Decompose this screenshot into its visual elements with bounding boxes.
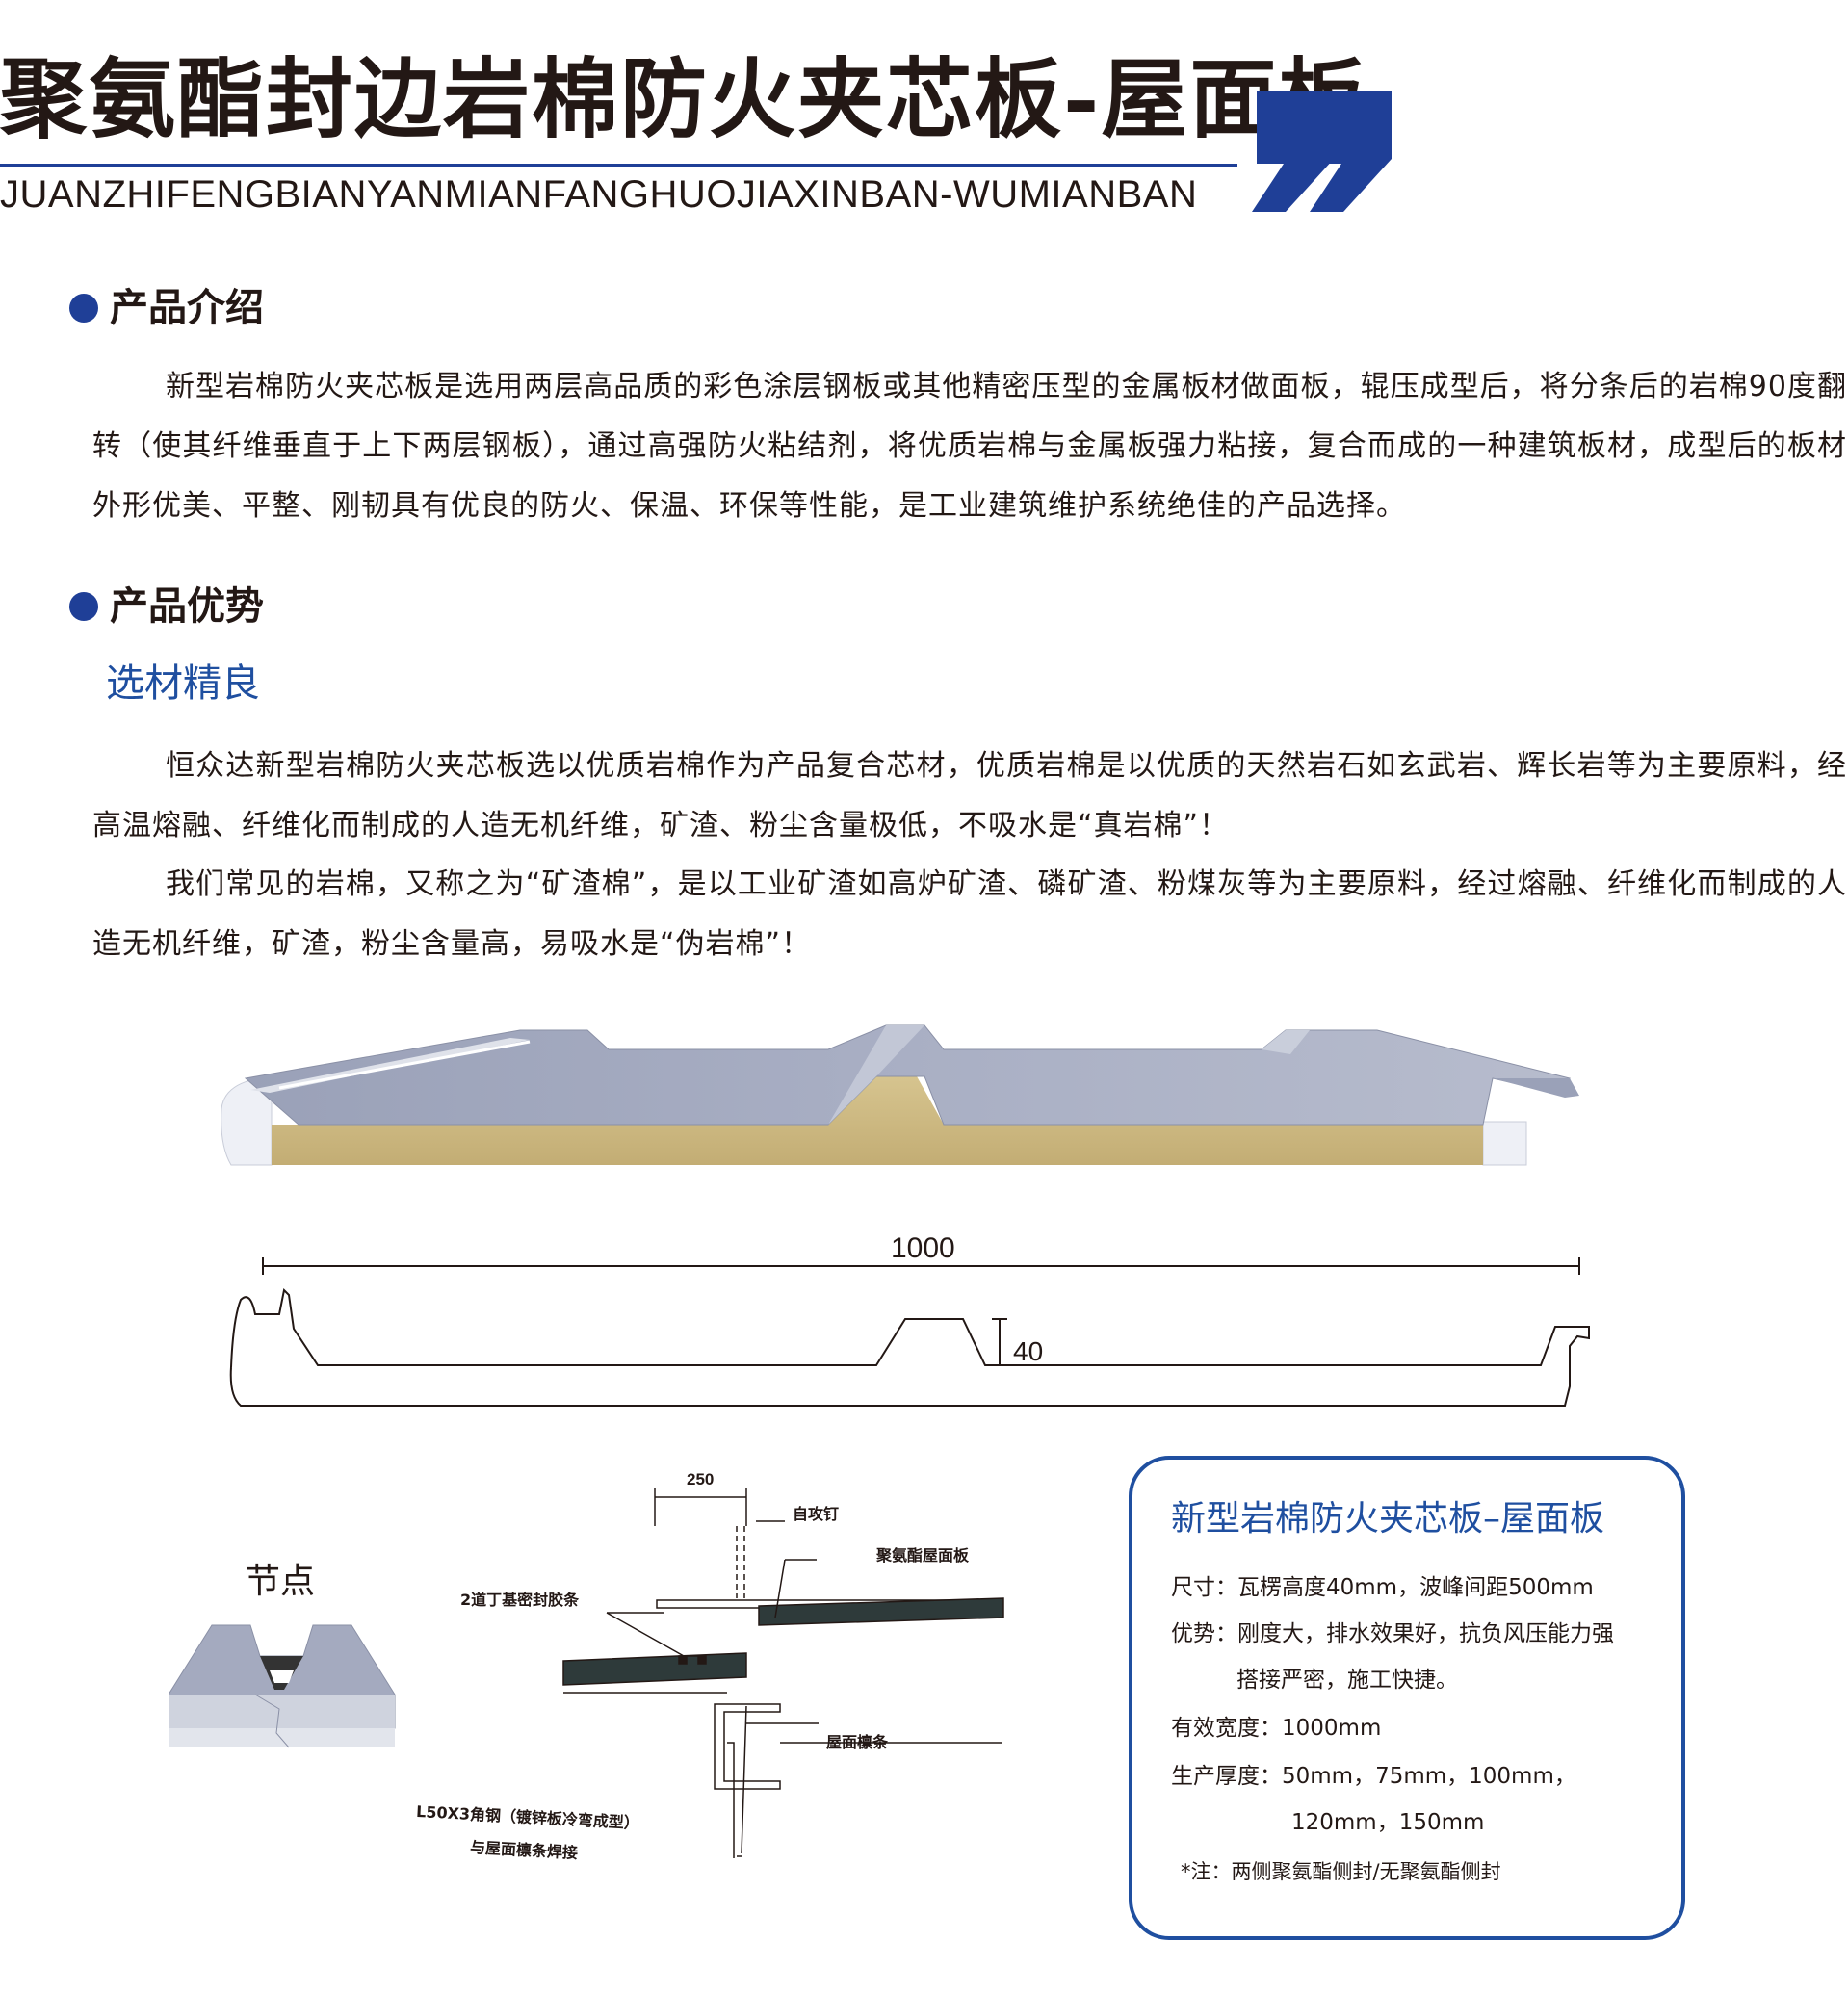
spec-size: 尺寸：瓦楞高度40mm，波峰间距500mm [1171, 1575, 1594, 1600]
node-label: 节点 [246, 1562, 316, 1601]
installation-detail-drawing: 250 [562, 1470, 1004, 1858]
spec-note: *注：两侧聚氨酯侧封/无聚氨酯侧封 [1181, 1860, 1501, 1883]
quote-mark-icon [1310, 91, 1392, 212]
profile-width-label: 1000 [891, 1232, 955, 1264]
profile-rib-label: 40 [1013, 1336, 1043, 1366]
node-joint-illustration [169, 1624, 396, 1748]
spec-advantage-1: 优势：刚度大，排水效果好，抗负风压能力强 [1171, 1621, 1614, 1646]
page-title-pinyin: JUANZHIFENGBIANYANMIANFANGHUOJIAXINBAN-W… [0, 173, 1198, 216]
bullet-dot-icon [69, 294, 98, 323]
detail-dim-250: 250 [687, 1470, 714, 1488]
bullet-dot-icon [69, 592, 98, 621]
spec-width: 有效宽度：1000mm [1171, 1716, 1382, 1741]
section-heading-advantage: 产品优势 [69, 587, 264, 626]
advantage-paragraph-2: 我们常见的岩棉，又称之为“矿渣棉”，是以工业矿渣如高炉矿渣、磷矿渣、粉煤灰等为主… [92, 867, 1847, 961]
panel-3d-illustration [221, 1024, 1579, 1166]
spec-advantage-2: 搭接严密，施工快捷。 [1236, 1668, 1458, 1693]
spec-thickness-1: 生产厚度：50mm，75mm，100mm， [1171, 1764, 1576, 1789]
label-screw: 自攻钉 [793, 1505, 840, 1523]
spec-title: 新型岩棉防火夹芯板–屋面板 [1171, 1499, 1605, 1539]
spec-card: 新型岩棉防火夹芯板–屋面板 尺寸：瓦楞高度40mm，波峰间距500mm 优势：刚… [1129, 1456, 1685, 1940]
title-underline [0, 164, 1237, 167]
label-purlin: 屋面檩条 [826, 1733, 889, 1751]
quote-mark-icon [1252, 91, 1334, 212]
intro-paragraph: 新型岩棉防火夹芯板是选用两层高品质的彩色涂层钢板或其他精密压型的金属板材做面板，… [92, 370, 1847, 523]
panel-profile-drawing: 1000 40 [229, 1232, 1590, 1407]
label-roof-panel: 聚氨酯屋面板 [876, 1546, 970, 1565]
label-sealant: 2道丁基密封胶条 [460, 1591, 580, 1609]
spec-thickness-2: 120mm，150mm [1291, 1810, 1485, 1835]
advantage-paragraph-1: 恒众达新型岩棉防火夹芯板选以优质岩棉作为产品复合芯材，优质岩棉是以优质的天然岩石… [92, 749, 1847, 842]
subheading-material: 选材精良 [106, 661, 260, 706]
page-title: 聚氨酯封边岩棉防火夹芯板-屋面板 [0, 48, 1367, 150]
section-heading-intro: 产品介绍 [69, 289, 264, 327]
